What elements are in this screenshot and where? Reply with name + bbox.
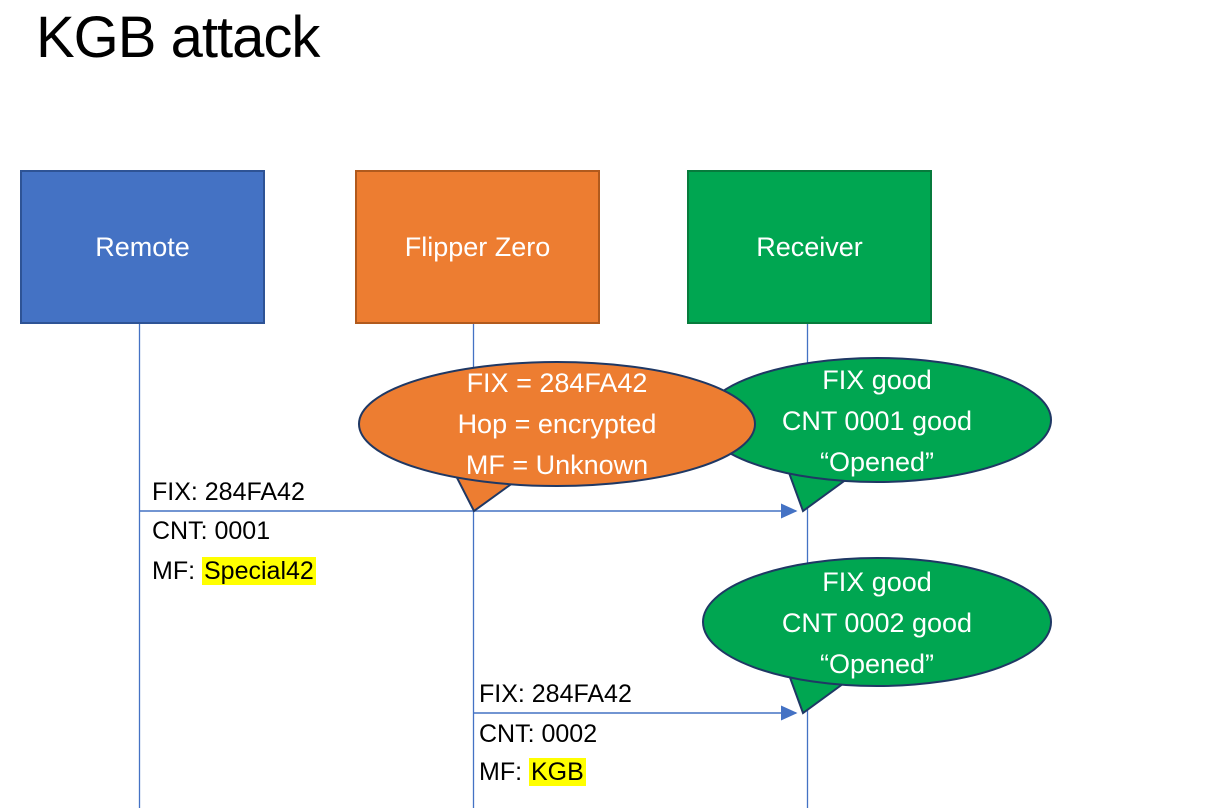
message-2-mf-prefix: MF:: [479, 758, 529, 786]
page-title: KGB attack: [36, 5, 320, 70]
actor-remote-label: Remote: [95, 231, 190, 262]
message-1-mf-value-highlight: Special42: [202, 557, 316, 585]
message-2-mf-value-highlight: KGB: [529, 758, 586, 786]
callout-line: Hop = encrypted: [457, 409, 657, 439]
message-1-cnt-label: CNT: 0001: [152, 517, 271, 545]
message-2-mf-label: MF: KGB: [479, 757, 586, 787]
callout-line: FIX = 284FA42: [466, 368, 648, 398]
actor-receiver-label: Receiver: [756, 231, 863, 262]
callout-receiver-opened-2-text: FIX good CNT 0002 good “Opened”: [695, 562, 1059, 685]
actor-flipper-zero: Flipper Zero: [355, 170, 600, 324]
message-2-cnt-label: CNT: 0002: [479, 720, 598, 748]
actor-receiver: Receiver: [687, 170, 932, 324]
message-1-mf-prefix: MF:: [152, 557, 202, 585]
callout-flipper-analysis-shape: [358, 361, 756, 513]
message-2-fix-label: FIX: 284FA42: [479, 680, 632, 708]
message-1-mf-label: MF: Special42: [152, 556, 316, 586]
callout-line: “Opened”: [819, 649, 935, 679]
callout-flipper-analysis-text: FIX = 284FA42 Hop = encrypted MF = Unkno…: [375, 363, 739, 486]
message-1-fix-label: FIX: 284FA42: [152, 478, 305, 506]
callout-line: CNT 0002 good: [781, 608, 973, 638]
callout-line: “Opened”: [819, 447, 935, 477]
callout-line: CNT 0001 good: [781, 406, 973, 436]
callout-line: FIX good: [822, 365, 932, 395]
callout-line: FIX good: [822, 567, 932, 597]
callout-receiver-opened-1-shape: [702, 357, 1052, 513]
actor-flipper-zero-label: Flipper Zero: [404, 231, 551, 262]
callout-receiver-opened-2-shape: [702, 557, 1052, 715]
callout-receiver-opened-1-text: FIX good CNT 0001 good “Opened”: [695, 360, 1059, 483]
actor-remote: Remote: [20, 170, 265, 324]
callout-line: MF = Unknown: [465, 450, 649, 480]
